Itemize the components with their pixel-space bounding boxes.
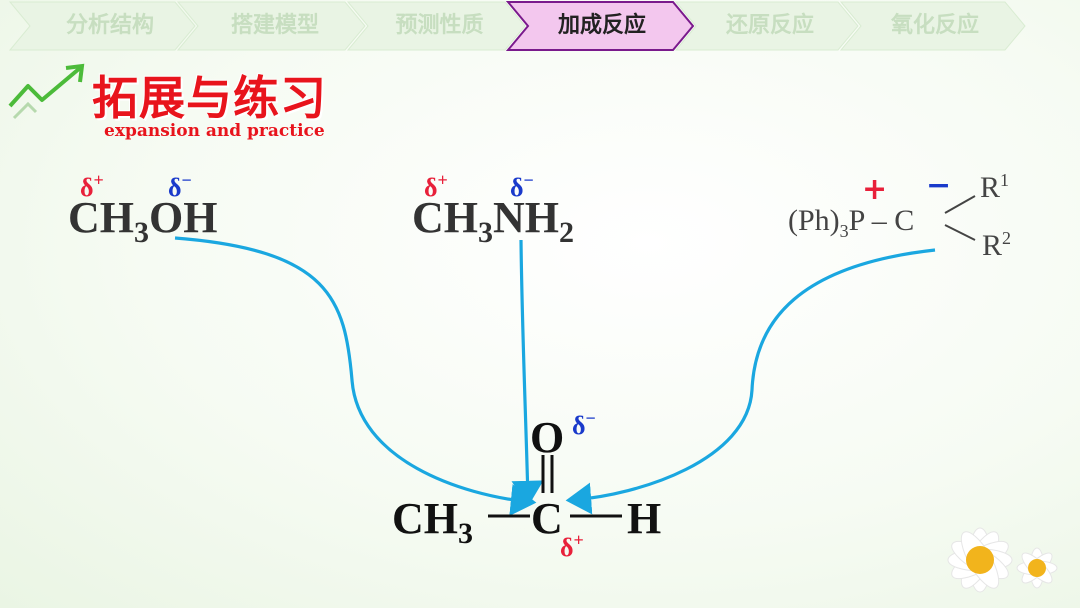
- tab-analyze-structure[interactable]: 分析结构: [65, 13, 154, 38]
- methylamine-delta-positive: δ+: [424, 170, 448, 202]
- tab-build-model[interactable]: 搭建模型: [230, 13, 319, 38]
- tab-addition-reaction[interactable]: 加成反应: [557, 13, 646, 38]
- nav-shapes: [8, 1, 1026, 51]
- aldehyde-carbon: C: [531, 494, 563, 543]
- tab-predict-properties[interactable]: 预测性质: [395, 13, 484, 38]
- methanol-formula: CH3OH: [68, 193, 218, 249]
- methanol-delta-negative: δ−: [168, 170, 192, 202]
- top-nav: 分析结构 搭建模型 预测性质 加成反应 还原反应 氧化反应: [0, 0, 1080, 52]
- aldehyde-hydrogen: H: [627, 494, 662, 543]
- page-subtitle: expansion and practice: [104, 121, 325, 141]
- tab-reduction-reaction[interactable]: 还原反应: [725, 13, 814, 38]
- ylide-positive-charge: +: [862, 172, 888, 207]
- ylide-formula: (Ph)3P – C: [788, 204, 915, 241]
- trend-arrow-icon: [8, 63, 85, 120]
- aldehyde-oxygen-delta: δ−: [572, 408, 596, 440]
- methanol-delta-positive: δ+: [80, 170, 104, 202]
- methylamine-delta-negative: δ−: [510, 170, 534, 202]
- aldehyde-methyl: CH3: [392, 494, 473, 550]
- methylamine-formula: CH3NH2: [412, 193, 574, 249]
- arrow-ylide: [565, 248, 936, 515]
- ylide-negative-charge: −: [926, 168, 952, 203]
- aldehyde-oxygen: O: [530, 413, 565, 462]
- page-title: 拓展与练习: [92, 71, 327, 125]
- daisy-flower-decoration: [947, 527, 1058, 593]
- arrow-methylamine: [511, 239, 544, 507]
- ylide-r1: R1: [980, 170, 1010, 204]
- arrow-methanol: [174, 236, 537, 517]
- ylide-r2: R2: [982, 228, 1012, 262]
- tab-oxidation-reaction[interactable]: 氧化反应: [890, 13, 979, 38]
- aldehyde-carbon-delta: δ+: [560, 530, 584, 562]
